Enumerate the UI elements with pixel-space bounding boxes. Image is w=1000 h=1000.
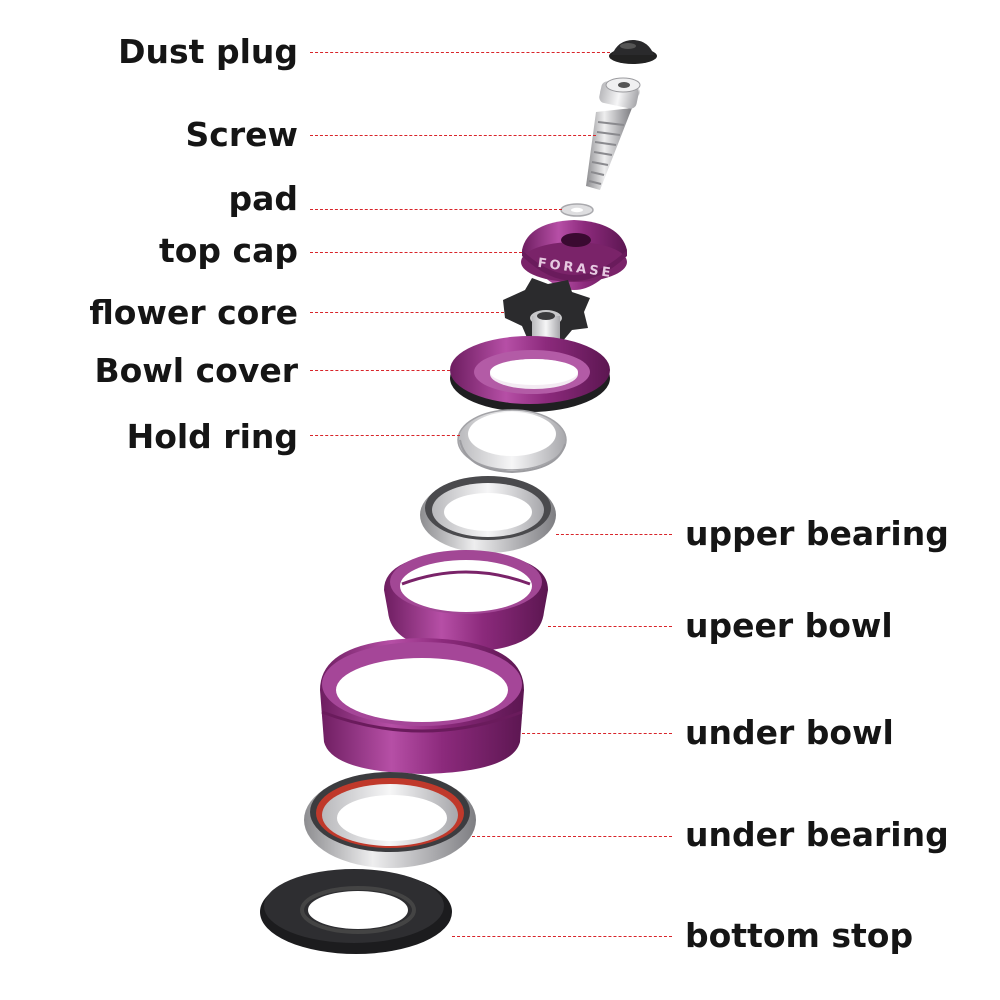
- leader-screw: [310, 135, 596, 136]
- leader-upper-bowl: [548, 626, 672, 627]
- leader-flower-core: [310, 312, 504, 313]
- label-flower-core: flower core: [89, 296, 298, 329]
- bowl-cover-part: [450, 336, 610, 412]
- screw-part: [586, 78, 640, 190]
- top-cap-part: FORASE: [521, 220, 627, 290]
- label-under-bowl: under bowl: [685, 716, 894, 749]
- label-dust-plug: Dust plug: [118, 35, 298, 68]
- bottom-stop-part: [260, 869, 452, 954]
- leader-upper-bearing: [556, 534, 672, 535]
- label-bowl-cover: Bowl cover: [94, 354, 298, 387]
- leader-under-bowl: [522, 733, 672, 734]
- leader-top-cap: [310, 252, 522, 253]
- leader-pad: [310, 209, 562, 210]
- leader-hold-ring: [310, 435, 460, 436]
- label-pad: pad: [228, 182, 298, 215]
- label-bottom-stop: bottom stop: [685, 919, 913, 952]
- label-screw: Screw: [186, 118, 298, 151]
- leader-bowl-cover: [310, 370, 450, 371]
- label-top-cap: top cap: [159, 234, 298, 267]
- label-under-bearing: under bearing: [685, 818, 949, 851]
- label-upper-bearing: upper bearing: [685, 517, 949, 550]
- leader-bottom-stop: [452, 936, 672, 937]
- label-hold-ring: Hold ring: [127, 420, 298, 453]
- upper-bowl-part: [384, 550, 548, 652]
- under-bearing-part: [304, 772, 476, 868]
- leader-dust-plug: [310, 52, 610, 53]
- dust-plug-part: [609, 40, 657, 64]
- pad-part: [561, 204, 593, 216]
- label-upper-bowl: upeer bowl: [685, 609, 893, 642]
- hold-ring-part: [458, 410, 566, 472]
- leader-under-bearing: [472, 836, 672, 837]
- upper-bearing-part: [420, 476, 556, 553]
- under-bowl-part: [320, 638, 524, 774]
